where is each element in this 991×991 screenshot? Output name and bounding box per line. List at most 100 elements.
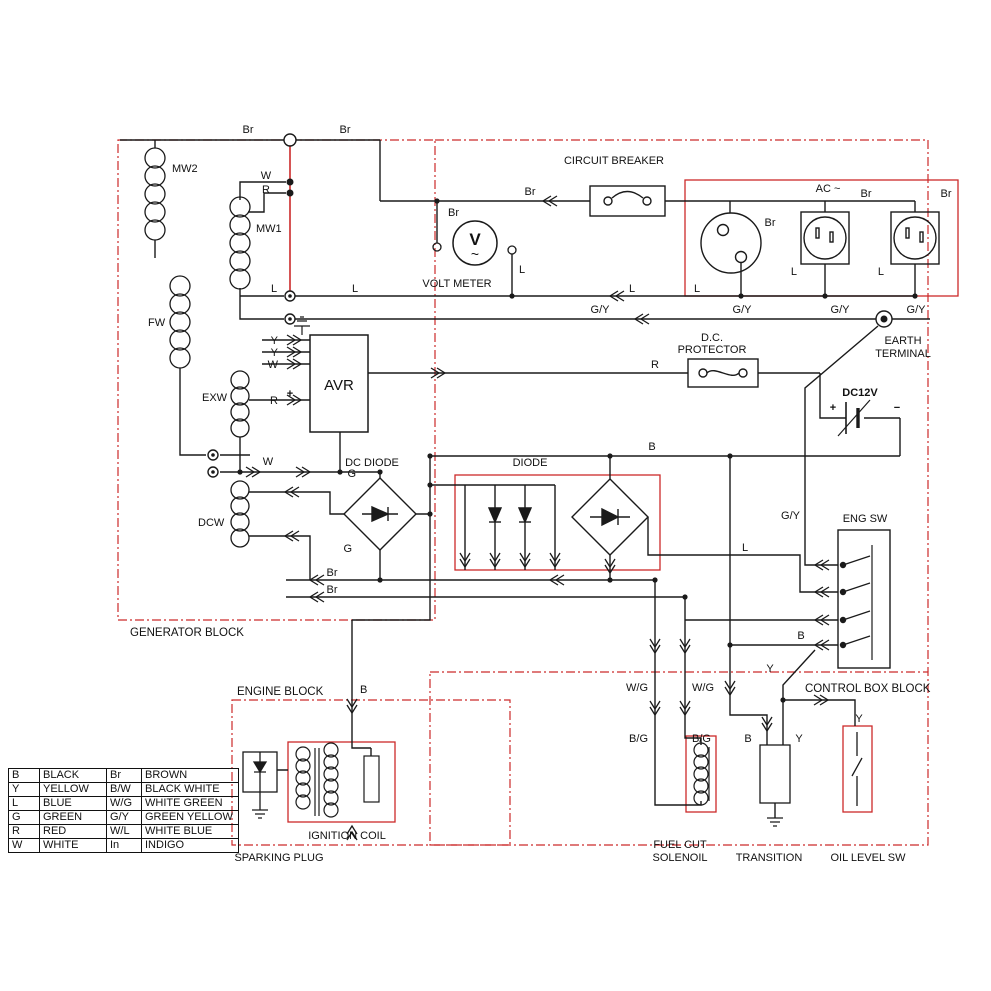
wire-label-l: L xyxy=(742,542,748,554)
battery-minus: − xyxy=(894,402,900,414)
wire-label-l: L xyxy=(271,283,277,295)
wire-label-br: Br xyxy=(448,207,459,219)
diode-1 xyxy=(487,507,503,524)
oil-level-sw-symbol xyxy=(851,732,863,806)
ac-receptacles xyxy=(700,211,940,274)
ignition-coil-box xyxy=(287,741,396,823)
wire-label-r: R xyxy=(651,359,659,371)
engine-block-outline xyxy=(231,699,511,846)
legend-code: Y xyxy=(8,782,40,797)
circuit-breaker-symbol xyxy=(589,185,666,217)
legend-code: G xyxy=(8,810,40,825)
legend-color: BLUE xyxy=(39,796,107,811)
wire-label-l: L xyxy=(878,266,884,278)
legend-color: WHITE xyxy=(39,838,107,853)
volt-meter-v: V xyxy=(469,230,481,249)
wire-label-plus: + xyxy=(287,388,293,400)
legend-color: YELLOW xyxy=(39,782,107,797)
wire-label-br: Br xyxy=(340,124,351,136)
legend-code: In xyxy=(106,838,142,853)
wire-label-b: B xyxy=(744,733,751,745)
legend-row: W WHITE In INDIGO xyxy=(8,838,239,853)
legend-color: RED xyxy=(39,824,107,839)
wire-label-r: R xyxy=(262,184,270,196)
legend-row: Y YELLOW B/W BLACK WHITE xyxy=(8,782,239,797)
oil-level-sw-box xyxy=(842,725,873,813)
dc12v-battery-symbol xyxy=(837,399,871,437)
dc-protector-symbol xyxy=(687,358,759,388)
wire-label-g: G xyxy=(347,468,356,480)
wire-label-g: G xyxy=(343,543,352,555)
wire-label-br: Br xyxy=(243,124,254,136)
legend-color: WHITE GREEN xyxy=(141,796,239,811)
wire-label-wg: W/G xyxy=(692,682,714,694)
wire-label-w: W xyxy=(261,170,272,182)
earth-terminal-label-2: TERMINAL xyxy=(875,348,931,360)
legend-color: BLACK WHITE xyxy=(141,782,239,797)
eng-sw-label: ENG SW xyxy=(843,513,888,525)
wire-label-bg: B/G xyxy=(692,733,711,745)
wire-label-br: Br xyxy=(327,584,338,596)
earth-terminal-label-1: EARTH xyxy=(884,335,921,347)
legend-color: WHITE BLUE xyxy=(141,824,239,839)
earth-terminal-symbol xyxy=(875,310,893,328)
control-box-block-label: CONTROL BOX BLOCK xyxy=(805,683,931,695)
wire-label-y: Y xyxy=(795,733,803,745)
legend-code: Br xyxy=(106,768,142,783)
junction-dots xyxy=(237,178,918,703)
wire-label-r: R xyxy=(270,395,278,407)
wire-label-w: W xyxy=(268,359,279,371)
legend-row: R RED W/L WHITE BLUE xyxy=(8,824,239,839)
legend-code: R xyxy=(8,824,40,839)
wire-label-l: L xyxy=(791,266,797,278)
legend-code: W/L xyxy=(106,824,142,839)
ignition-coil-label: IGNITION COIL xyxy=(308,830,386,842)
mw1-label: MW1 xyxy=(256,223,282,235)
legend-row: L BLUE W/G WHITE GREEN xyxy=(8,796,239,811)
legend-code: W xyxy=(8,838,40,853)
volt-meter-symbol: V ~ xyxy=(432,220,517,266)
wire-label-y: Y xyxy=(271,347,279,359)
fuel-cut-label-1: FUEL CUT xyxy=(653,839,707,851)
engine-block-label: ENGINE BLOCK xyxy=(237,686,324,698)
legend-row: G GREEN G/Y GREEN YELLOW xyxy=(8,810,239,825)
control-box-block-outline xyxy=(429,671,929,846)
legend-code: B/W xyxy=(106,782,142,797)
component-labels: MW2 MW1 FW EXW DCW CIRCUIT BREAKER VOLT … xyxy=(148,155,931,864)
wire-label-y: Y xyxy=(855,713,863,725)
wire-label-br: Br xyxy=(941,188,952,200)
ac-label: AC ~ xyxy=(816,183,841,195)
battery-plus: + xyxy=(830,402,836,414)
red-component-boxes xyxy=(287,179,959,823)
twistlock-receptacle xyxy=(700,212,762,274)
wire-label-gy: G/Y xyxy=(907,304,927,316)
eng-sw-symbol xyxy=(837,529,891,669)
wire-label-gy: G/Y xyxy=(831,304,851,316)
transition-symbol xyxy=(759,744,791,827)
legend-color: INDIGO xyxy=(141,838,239,853)
legend-color: BROWN xyxy=(141,768,239,783)
volt-meter-wave: ~ xyxy=(471,246,479,262)
mw2-label: MW2 xyxy=(172,163,198,175)
wire-label-wg: W/G xyxy=(626,682,648,694)
wire-label-br: Br xyxy=(525,186,536,198)
transition-label: TRANSITION xyxy=(736,852,803,864)
diode-box xyxy=(454,474,661,571)
outlet-receptacle-2 xyxy=(890,211,940,265)
wire-label-gy: G/Y xyxy=(733,304,753,316)
ignition-coil-symbol xyxy=(295,742,380,818)
wire-label-br: Br xyxy=(765,217,776,229)
wire-label-br: Br xyxy=(861,188,872,200)
wire-label-l: L xyxy=(519,264,525,276)
wire-label-gy: G/Y xyxy=(591,304,611,316)
ground-icon xyxy=(294,316,310,335)
legend-color: BLACK xyxy=(39,768,107,783)
wire-label-y: Y xyxy=(271,335,279,347)
wire-label-l: L xyxy=(629,283,635,295)
legend-code: W/G xyxy=(106,796,142,811)
generator-block-label: GENERATOR BLOCK xyxy=(130,627,244,639)
wire-label-b: B xyxy=(360,684,367,696)
exw-coil xyxy=(230,370,250,438)
outer-boundary xyxy=(435,139,929,672)
